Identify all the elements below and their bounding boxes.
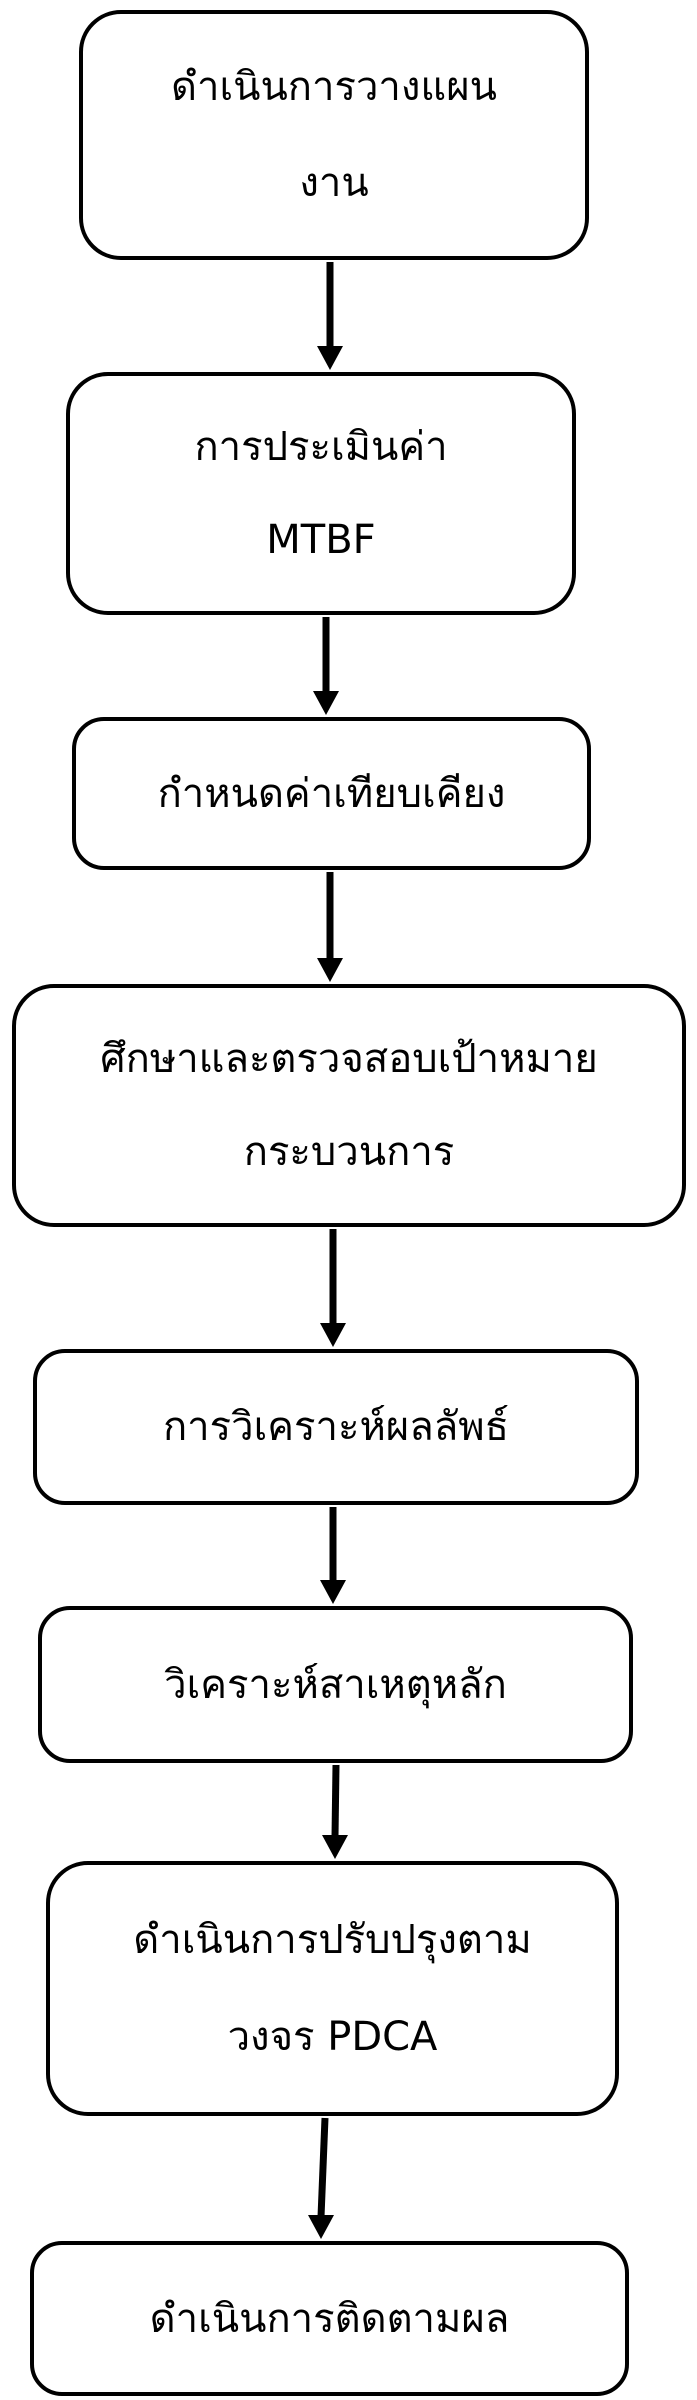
step-pdca-improvement: ดำเนินการปรับปรุงตาม วงจร PDCA <box>46 1861 619 2116</box>
step-root-cause-analysis-line-1: วิเคราะห์สาเหตุหลัก <box>164 1661 507 1708</box>
arrow-head-6 <box>322 1835 348 1859</box>
step-plan-work: ดำเนินการวางแผน งาน <box>79 10 589 260</box>
arrow-head-4 <box>320 1323 346 1347</box>
arrow-head-5 <box>320 1580 346 1604</box>
step-plan-work-line-2: งาน <box>299 159 369 206</box>
step-mtbf-evaluation-line-1: การประเมินค่า <box>194 424 448 470</box>
step-follow-up-line-1: ดำเนินการติดตามผล <box>149 2295 510 2342</box>
step-mtbf-evaluation-line-2: MTBF <box>266 517 376 563</box>
arrow-head-1 <box>317 346 343 370</box>
step-pdca-improvement-line-2: วงจร PDCA <box>227 2014 438 2060</box>
step-plan-work-line-1: ดำเนินการวางแผน <box>171 64 497 111</box>
step-pdca-improvement-line-1: ดำเนินการปรับปรุงตาม <box>133 1917 532 1963</box>
step-study-process-goals: ศึกษาและตรวจสอบเป้าหมาย กระบวนการ <box>12 984 686 1227</box>
arrow-head-3 <box>317 958 343 982</box>
arrow-shaft-6 <box>331 1764 340 1838</box>
arrow-head-2 <box>313 691 339 715</box>
arrow-shaft-7 <box>317 2117 329 2218</box>
step-follow-up: ดำเนินการติดตามผล <box>30 2241 629 2396</box>
step-result-analysis: การวิเคราะห์ผลลัพธ์ <box>33 1349 639 1505</box>
step-study-process-goals-line-2: กระบวนการ <box>243 1129 455 1175</box>
step-set-benchmark-line-1: กำหนดค่าเทียบเคียง <box>157 770 506 817</box>
step-set-benchmark: กำหนดค่าเทียบเคียง <box>72 717 591 870</box>
step-result-analysis-line-1: การวิเคราะห์ผลลัพธ์ <box>162 1404 510 1450</box>
arrow-head-7 <box>308 2215 334 2239</box>
step-study-process-goals-line-1: ศึกษาและตรวจสอบเป้าหมาย <box>100 1036 598 1082</box>
step-root-cause-analysis: วิเคราะห์สาเหตุหลัก <box>38 1606 633 1763</box>
step-mtbf-evaluation: การประเมินค่า MTBF <box>66 372 576 615</box>
